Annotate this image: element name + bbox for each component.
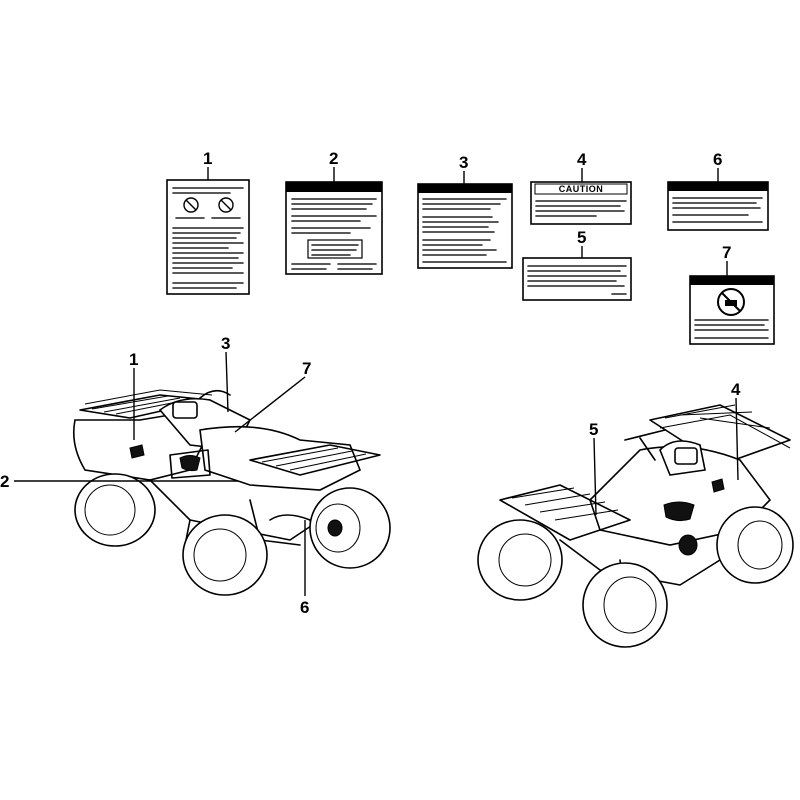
decal-1: 1	[166, 149, 250, 295]
decal-2: 2	[285, 149, 383, 275]
callout-number-1: 1	[129, 350, 138, 369]
left-atv-callout-6: 6	[300, 520, 309, 617]
decal-4: 4 CAUTION	[530, 150, 632, 225]
decal-number-1: 1	[203, 149, 212, 168]
atv-right-illustration	[477, 404, 794, 648]
left-atv-callout-7: 7	[234, 359, 311, 433]
decal-number-3: 3	[459, 153, 468, 172]
decal-number-6: 6	[713, 150, 722, 169]
decal-number-2: 2	[329, 149, 338, 168]
left-atv-callout-2: 2	[0, 472, 238, 491]
right-atv-callout-5: 5	[589, 420, 598, 516]
decal-3: 3	[417, 153, 513, 269]
caution-heading: CAUTION	[559, 184, 604, 194]
decal-5: 5	[522, 228, 632, 301]
left-atv-callout-1: 1	[129, 350, 138, 440]
callout-number-3: 3	[221, 334, 230, 353]
decal-number-4: 4	[577, 150, 587, 169]
callout-number-2: 2	[0, 472, 9, 491]
callout-number-5: 5	[589, 420, 598, 439]
left-atv-callout-3: 3	[221, 334, 230, 413]
decal-7: 7	[689, 243, 775, 345]
callout-number-7: 7	[302, 359, 311, 378]
decal-number-7: 7	[722, 243, 731, 262]
decal-6: 6	[667, 150, 769, 231]
decal-number-5: 5	[577, 228, 586, 247]
right-atv-callout-4: 4	[731, 380, 741, 481]
callout-number-4: 4	[731, 380, 741, 399]
atv-left-illustration	[72, 389, 391, 596]
callout-number-6: 6	[300, 598, 309, 617]
